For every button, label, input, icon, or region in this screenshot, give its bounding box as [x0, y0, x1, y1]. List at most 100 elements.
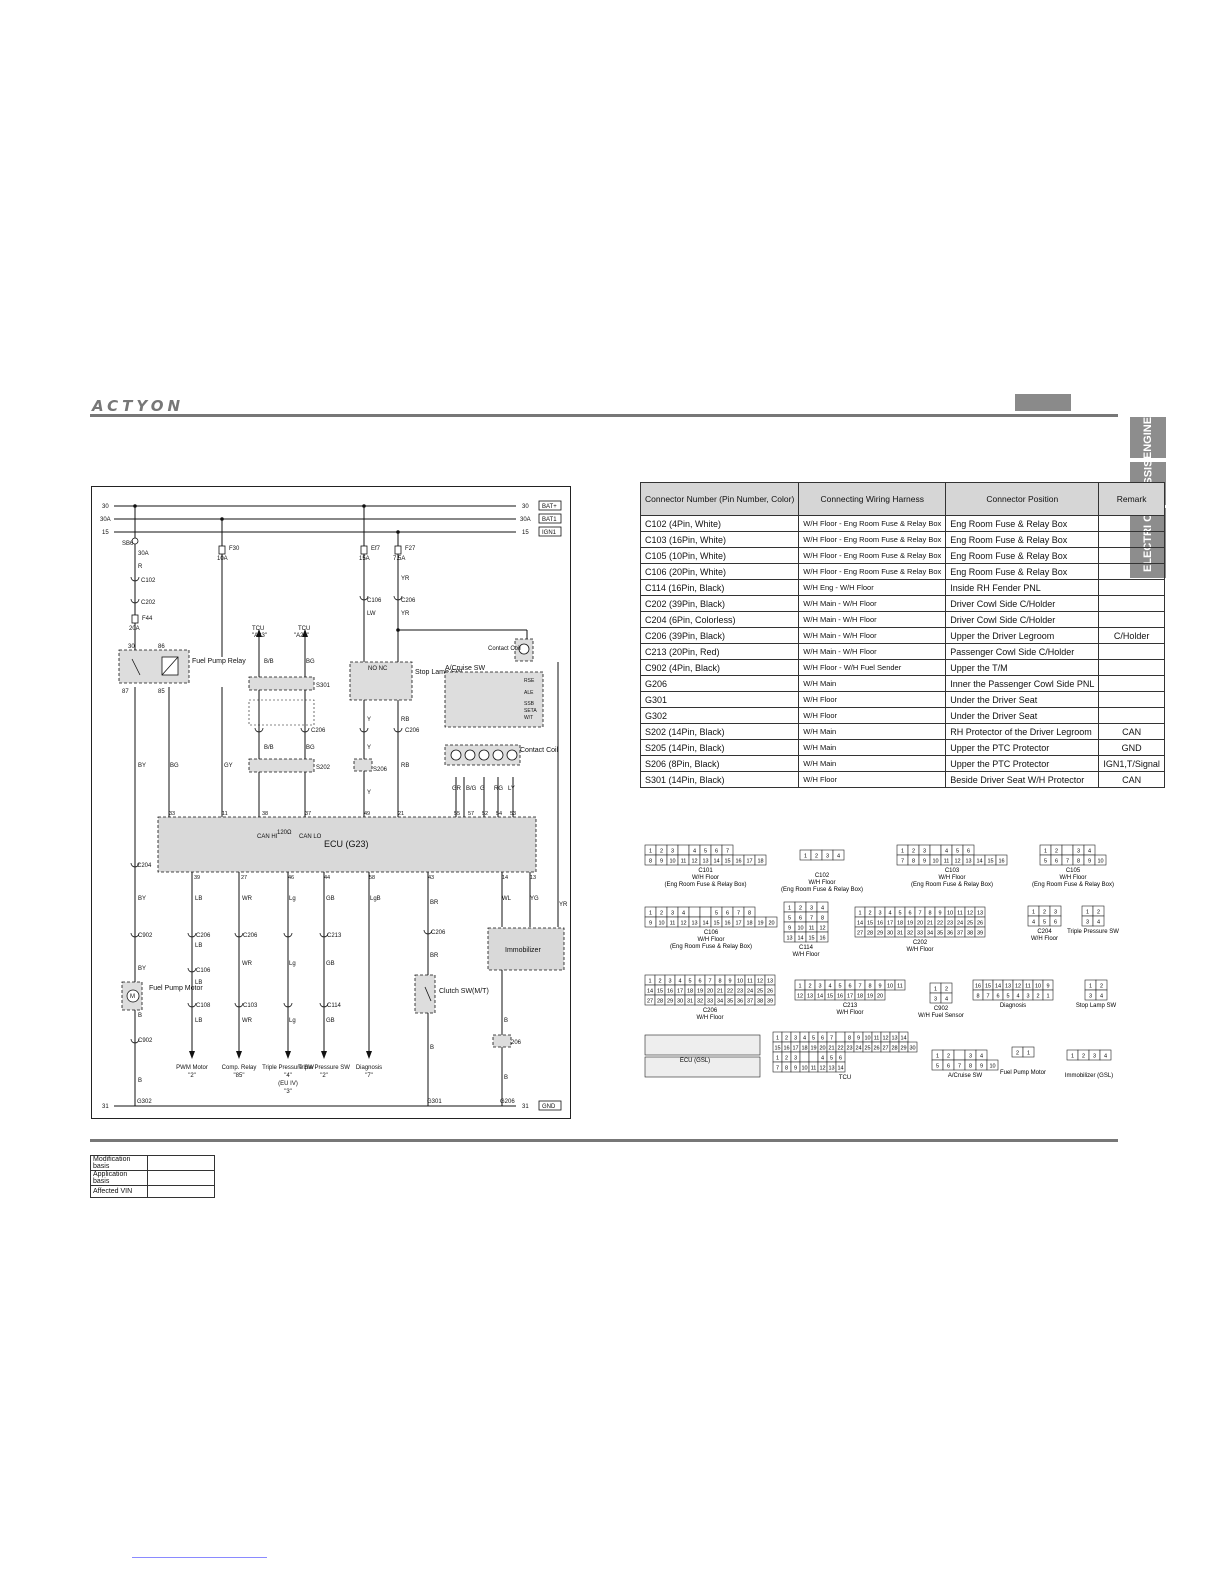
pin-number: 5 [1044, 859, 1047, 865]
tab-engine[interactable]: ENGINE [1130, 416, 1166, 459]
cell-position: Upper the Driver Legroom [945, 627, 1100, 644]
rail-15-right: 15 [522, 530, 529, 536]
connector-row: C204 (6Pin, Colorless)W/H Main - W/H Flo… [639, 611, 1165, 628]
can-hi: CAN HI [257, 834, 278, 840]
pinout-label: W/H Floor [697, 1015, 724, 1021]
pin-number: 20 [819, 1046, 825, 1052]
svg-text:30: 30 [128, 644, 135, 650]
pin-number: 19 [810, 1046, 816, 1052]
pin-number: 1 [1071, 1054, 1074, 1060]
conn-c206-b: C206 [196, 933, 211, 939]
conn-c902: C902 [138, 933, 153, 939]
pin-number: 7 [1066, 859, 1069, 865]
pinout-label: W/H Floor [907, 947, 934, 953]
pin-number: 10 [658, 921, 664, 927]
svg-text:38: 38 [262, 811, 268, 817]
pin-number: 15 [657, 989, 663, 995]
pin-number: 12 [797, 994, 803, 1000]
relay-label: Fuel Pump Relay [192, 658, 246, 665]
pin-number: 16 [877, 921, 883, 927]
pin-number: 10 [669, 859, 675, 865]
cell-position: Upper the PTC Protector [945, 755, 1100, 772]
pin-number: 4 [945, 849, 948, 855]
pin-number: 31 [687, 999, 693, 1005]
cell-harness: W/H Floor [798, 691, 947, 708]
pin-number: 1 [1027, 1051, 1030, 1057]
splice-s206: S206 [373, 767, 388, 773]
pin-number: 1 [649, 849, 652, 855]
pin-number: 11 [944, 859, 950, 865]
pin-number: 6 [848, 984, 851, 990]
cell-remark [1098, 547, 1165, 564]
pinout-label: ECU (GSL) [680, 1058, 710, 1064]
svg-text:RB: RB [401, 717, 409, 723]
pin-number: 11 [874, 1036, 880, 1042]
pin-number: 7 [858, 984, 861, 990]
pin-number: 14 [900, 1036, 906, 1042]
connector-pinout: ECU (GSL) [644, 1034, 761, 1078]
pinout-label: C204 [1037, 929, 1052, 935]
pin-number: 9 [1088, 859, 1091, 865]
pinout-label: W/H Fuel Sensor [918, 1013, 964, 1019]
pin-number: 14 [857, 921, 863, 927]
pinout-label: W/H Floor [809, 880, 836, 886]
pin-number: 2 [947, 1054, 950, 1060]
pin-number: 18 [757, 859, 763, 865]
pin-number: 2 [912, 849, 915, 855]
svg-text:RG: RG [494, 786, 503, 792]
pin-number: 14 [702, 921, 708, 927]
cell-position: Under the Driver Seat [945, 707, 1100, 724]
pinout-label: C106 [704, 930, 719, 936]
pin-number: 30 [677, 999, 683, 1005]
pin-number: 11 [897, 984, 903, 990]
splice-s202: S202 [316, 765, 331, 771]
pin-number: 28 [657, 999, 663, 1005]
pin-number: 9 [660, 859, 663, 865]
pin-number: 19 [867, 994, 873, 1000]
connector-row: C102 (4Pin, White)W/H Floor - Eng Room F… [639, 515, 1165, 532]
pin-number: 7 [708, 979, 711, 985]
pin-number: 38 [757, 999, 763, 1005]
pin-number: 18 [897, 921, 903, 927]
svg-text:53: 53 [510, 811, 516, 817]
svg-text:GB: GB [326, 961, 335, 967]
page-link-underline[interactable] [132, 1557, 267, 1558]
pin-number: 4 [828, 984, 831, 990]
svg-text:33: 33 [169, 811, 175, 817]
pin-number: 10 [801, 1066, 807, 1072]
cell-position: RH Protector of the Driver Legroom [945, 723, 1100, 740]
svg-text:BY: BY [138, 763, 146, 769]
pin-number: 18 [687, 989, 693, 995]
pin-number: 17 [847, 994, 853, 1000]
pin-number: 23 [947, 921, 953, 927]
svg-text:14: 14 [502, 875, 508, 881]
pin-number: 24 [855, 1046, 861, 1052]
pin-number: 32 [697, 999, 703, 1005]
svg-text:Diagnosis: Diagnosis [356, 1065, 382, 1071]
cell-connector: C114 (16Pin, Black) [639, 579, 800, 596]
pin-number: 1 [936, 1054, 939, 1060]
pin-number: 7 [918, 911, 921, 917]
pin-number: 13 [1005, 984, 1011, 990]
pin-number: 3 [1086, 920, 1089, 926]
pin-number: 3 [1077, 849, 1080, 855]
pin-number: 5 [715, 911, 718, 917]
pin-number: 5 [704, 849, 707, 855]
pin-number: 25 [967, 921, 973, 927]
pin-number: 2 [1082, 1054, 1085, 1060]
pin-number: 20 [768, 921, 774, 927]
connector-table-body: C102 (4Pin, White)W/H Floor - Eng Room F… [639, 515, 1165, 788]
svg-text:Comp. Relay: Comp. Relay [222, 1065, 257, 1071]
pin-number: 3 [934, 997, 937, 1003]
pin-number: 11 [670, 921, 676, 927]
rail-15-left: 15 [102, 530, 109, 536]
svg-text:43: 43 [428, 875, 434, 881]
svg-text:GB: GB [326, 896, 335, 902]
cell-connector: C213 (20Pin, Red) [639, 643, 800, 660]
cell-connector: C103 (16Pin, White) [639, 531, 800, 548]
pin-number: 4 [1097, 920, 1100, 926]
svg-text:R: R [138, 564, 143, 570]
